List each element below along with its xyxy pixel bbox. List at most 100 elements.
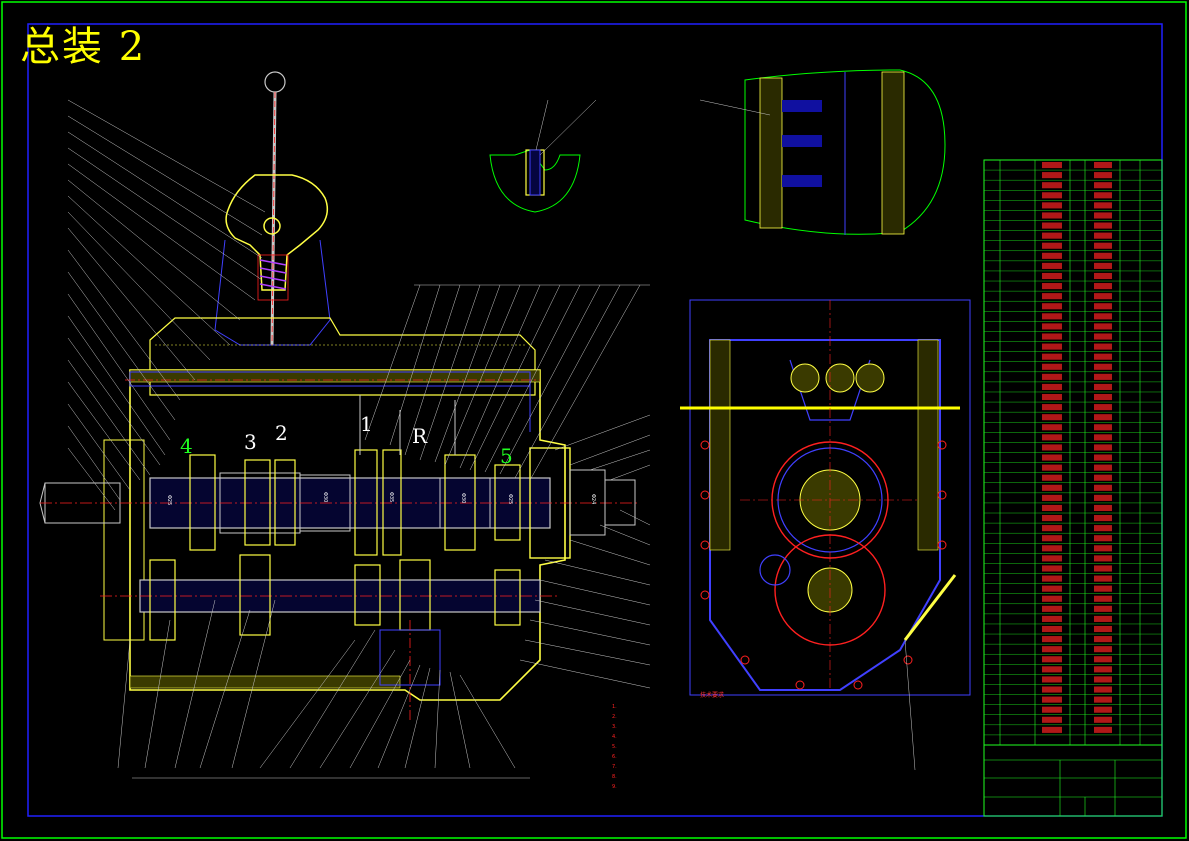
technical-notes: 技术要求 1. 2. 3. 4. 5. 6. 7. 8. 9. <box>612 690 812 792</box>
parts-list-cell-mark <box>1094 676 1112 683</box>
parts-list-cell-mark <box>1094 545 1112 552</box>
shaft-dim: Φ25 <box>166 495 172 506</box>
drawing-title: 总装 2 <box>20 24 147 70</box>
parts-list-cell-mark <box>1042 525 1062 532</box>
gear-label-4: 4 <box>180 434 193 458</box>
parts-list-cell-mark <box>1094 595 1112 602</box>
note-line: 9. <box>612 784 617 790</box>
parts-list-cell-mark <box>1094 464 1112 471</box>
parts-list-cell-mark <box>1042 585 1062 592</box>
parts-list-cell-mark <box>1042 363 1062 370</box>
parts-list-cell-mark <box>1094 232 1112 239</box>
parts-list-cell-mark <box>1042 212 1062 219</box>
parts-list-cell-mark <box>1094 343 1112 350</box>
parts-list-cell-mark <box>1094 323 1112 330</box>
parts-list-cell-mark <box>1094 333 1112 340</box>
parts-list-cell-mark <box>1094 414 1112 421</box>
parts-list-cell-mark <box>1094 222 1112 229</box>
parts-list-cell-mark <box>1042 666 1062 673</box>
parts-list-cell-mark <box>1042 716 1062 723</box>
note-line: 2. <box>612 714 617 720</box>
parts-list-cell-mark <box>1094 262 1112 269</box>
parts-list-cell-mark <box>1094 363 1112 370</box>
leader-lines-right <box>519 414 651 689</box>
parts-list-cell-mark <box>1042 343 1062 350</box>
parts-list-cell-mark <box>1094 716 1112 723</box>
parts-list-cell-mark <box>1042 303 1062 310</box>
parts-list-cell-mark <box>1094 535 1112 542</box>
parts-list-cell-mark <box>1094 575 1112 582</box>
parts-list-cell-mark <box>1042 726 1062 733</box>
shaft-dim: Φ30 <box>460 493 466 504</box>
parts-list-cell-mark <box>1042 232 1062 239</box>
parts-list-cell-mark <box>1042 656 1062 663</box>
parts-list-cell-mark <box>1094 252 1112 259</box>
shaft-dim: Φ35 <box>388 492 394 503</box>
parts-list-cell-mark <box>1094 605 1112 612</box>
gearbox-main-section <box>39 369 640 779</box>
parts-list-cell-mark <box>1094 393 1112 401</box>
parts-list-cell-mark <box>1042 404 1062 411</box>
detail-view-large <box>699 69 946 235</box>
gear-label-3: 3 <box>244 430 257 454</box>
title-block <box>983 744 1163 817</box>
parts-list-cell-mark <box>1094 434 1112 441</box>
parts-list-cell-mark <box>1094 656 1112 663</box>
shaft-dim: Φ25 <box>507 494 513 505</box>
parts-list-cell-mark <box>1094 555 1112 562</box>
parts-list-cell-mark <box>1094 444 1112 451</box>
parts-list-cell-mark <box>1094 494 1112 501</box>
gear-label-2: 2 <box>275 421 288 445</box>
parts-list-cell-mark <box>1094 565 1112 572</box>
parts-list-cell-mark <box>1094 242 1112 249</box>
parts-list-cell-mark <box>1094 293 1112 300</box>
inner-frame <box>27 23 1163 817</box>
parts-list-cell-mark <box>1094 404 1112 411</box>
parts-list-cell-mark <box>1042 595 1062 602</box>
parts-list-cell-mark <box>1094 474 1112 481</box>
parts-list-cell-mark <box>1042 706 1062 713</box>
parts-list-cell-mark <box>1094 303 1112 310</box>
parts-list-cell-mark <box>1042 444 1062 451</box>
parts-list-cell-mark <box>1042 182 1062 189</box>
parts-list-cell-mark <box>1042 646 1062 653</box>
parts-list-cell-mark <box>1094 484 1112 491</box>
technical-notes-title: 技术要求 <box>699 692 724 699</box>
leader-lines-left <box>67 99 266 511</box>
parts-list-cell-mark <box>1042 494 1062 501</box>
parts-list-cell-mark <box>1042 293 1062 300</box>
parts-list-cell-mark <box>1094 202 1112 209</box>
note-line: 7. <box>612 764 617 770</box>
parts-list-cell-mark <box>1094 726 1112 733</box>
parts-list-cell-mark <box>1042 615 1062 622</box>
parts-list-cell-mark <box>1042 484 1062 491</box>
leader-lines-bottom <box>117 599 516 769</box>
parts-list-cell-mark <box>1094 615 1112 622</box>
parts-list-cell-mark <box>1042 242 1062 249</box>
leader-lines-top <box>364 284 650 481</box>
parts-list-cell-mark <box>1094 313 1112 320</box>
parts-list-cell-mark <box>1094 212 1112 219</box>
parts-list-cell-mark <box>1094 515 1112 522</box>
parts-list-cell-mark <box>1094 706 1112 713</box>
parts-list-cell-mark <box>1042 172 1062 179</box>
parts-list-cell-mark <box>1094 585 1112 592</box>
parts-list-cell-mark <box>1094 353 1112 360</box>
parts-list-cell-mark <box>1042 373 1062 380</box>
parts-list-cell-mark <box>1094 625 1112 633</box>
parts-list-cell-mark <box>1042 464 1062 471</box>
parts-list-cell-mark <box>1094 373 1112 380</box>
note-line: 6. <box>612 754 617 760</box>
parts-list-cell-mark <box>1042 625 1062 633</box>
parts-list-cell-mark <box>1094 646 1112 653</box>
parts-list-cell-mark <box>1042 383 1062 390</box>
parts-list-cell-mark <box>1094 686 1112 693</box>
shaft-dim: Φ30 <box>322 492 328 503</box>
parts-list-cell-mark <box>1042 504 1062 512</box>
parts-list-cell-mark <box>1094 172 1112 179</box>
parts-list-cell-mark <box>1094 192 1112 199</box>
parts-list-cell-mark <box>1094 283 1112 290</box>
gear-label-5: 5 <box>500 444 513 468</box>
